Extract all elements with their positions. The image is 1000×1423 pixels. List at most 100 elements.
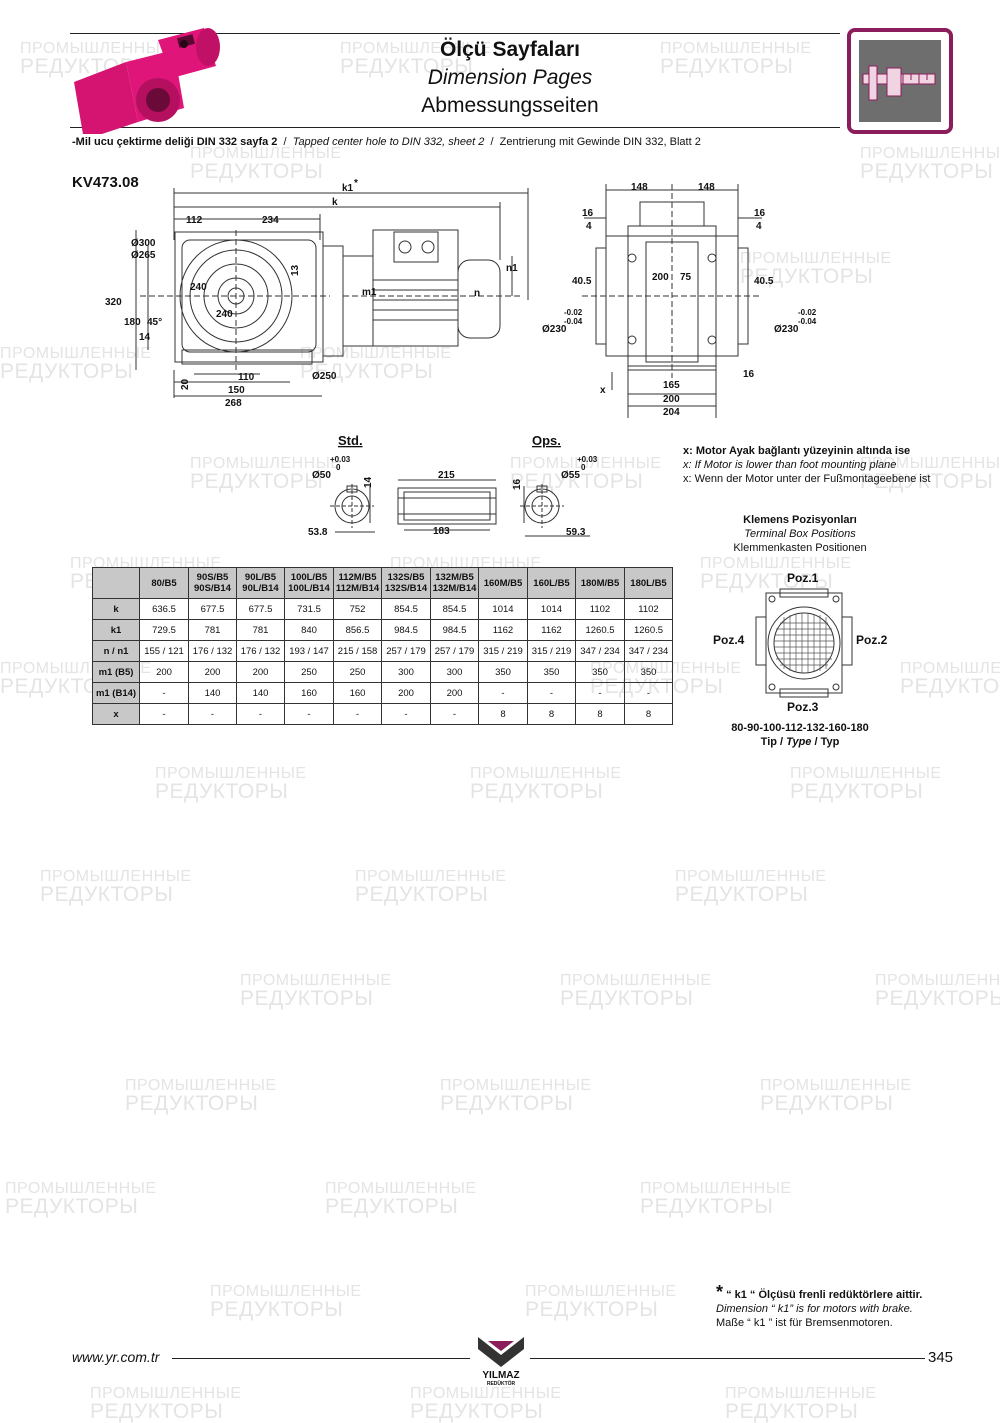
shaft-ops-label: Ops. — [532, 433, 561, 448]
dim-234: 234 — [262, 215, 279, 226]
table-cell: 1260.5 — [575, 619, 625, 641]
dim-110: 110 — [238, 372, 255, 383]
table-cell: - — [478, 682, 528, 704]
footer-rule-right — [530, 1358, 925, 1359]
yilmaz-logo: YILMAZ REDÜKTÖR — [478, 1337, 524, 1387]
title-en: Dimension Pages — [427, 66, 593, 89]
dim-n1: n1 — [506, 263, 518, 274]
header-top-rule — [70, 33, 840, 34]
product-image — [74, 28, 220, 134]
table-cell: - — [624, 682, 673, 704]
title-tr: Ölçü Sayfaları — [439, 38, 581, 61]
tol-d50b: 0 — [336, 463, 341, 472]
dim-180: 180 — [124, 317, 141, 328]
tol-a1: -0.02 — [564, 308, 583, 317]
table-row: m1 (B14) - 140 140 160 160 200 200 - - -… — [92, 682, 673, 704]
dim-4a: 4 — [586, 221, 592, 232]
dim-d230b: Ø230 — [774, 324, 799, 335]
row-header: k1 — [92, 619, 140, 641]
table-cell: 8 — [575, 703, 625, 725]
dim-112: 112 — [186, 215, 203, 226]
table-cell: 840 — [284, 619, 334, 641]
table-cell: 1014 — [478, 598, 528, 620]
table-cell: 257 / 179 — [381, 640, 431, 662]
table-cell: 300 — [430, 661, 479, 683]
table-cell: 350 — [575, 661, 625, 683]
dim-d250: Ø250 — [312, 371, 337, 382]
shaft-details-drawing: Std. Ops. +0.03 0 Ø50 14 53.8 215 183 +0… — [308, 433, 598, 538]
side-view-drawing: k1 * k 112 234 Ø300 Ø265 320 180 45° 14 … — [105, 178, 529, 409]
table-cell: 200 — [381, 682, 431, 704]
table-row: m1 (B5) 200 200 200 250 250 300 300 350 … — [92, 661, 673, 683]
table-cell: 8 — [527, 703, 576, 725]
table-cell: 257 / 179 — [430, 640, 479, 662]
dim-204: 204 — [663, 407, 680, 418]
dim-k: k — [332, 197, 338, 208]
dim-240b: 240 — [216, 309, 233, 320]
dim-200: 200 — [652, 272, 669, 283]
row-header: k — [92, 598, 140, 620]
table-cell: 193 / 147 — [284, 640, 334, 662]
dim-d265: Ø265 — [131, 250, 156, 261]
table-cell: 200 — [188, 661, 237, 683]
table-cell: - — [284, 703, 334, 725]
column-header: 180L/B5 — [624, 567, 673, 599]
footer-url[interactable]: www.yr.com.tr — [72, 1349, 160, 1365]
table-cell: 677.5 — [188, 598, 237, 620]
table-cell: 8 — [624, 703, 673, 725]
dim-k1: k1 — [342, 183, 354, 194]
dim-20: 20 — [180, 378, 191, 390]
front-view-drawing: 148 148 16 4 16 4 200 75 40.5 40.5 -0.02… — [542, 182, 817, 418]
table-cell: 984.5 — [381, 619, 431, 641]
dim-59-3: 59.3 — [566, 527, 586, 538]
poz3-label: Poz.3 — [787, 700, 819, 714]
table-cell: - — [527, 682, 576, 704]
table-cell: - — [333, 703, 382, 725]
dim-w14: 14 — [363, 476, 374, 488]
table-cell: 752 — [333, 598, 382, 620]
center-hole-note: -Mil ucu çektirme deliği DIN 332 sayfa 2… — [72, 136, 701, 148]
table-cell: - — [381, 703, 431, 725]
dim-4b: 4 — [756, 221, 762, 232]
x-note: x: Motor Ayak bağlantı yüzeyinin altında… — [683, 445, 931, 485]
dim-320: 320 — [105, 297, 122, 308]
table-cell: 140 — [188, 682, 237, 704]
terminal-box-title: Klemens Pozisyonları Terminal Box Positi… — [733, 514, 867, 554]
table-cell: 984.5 — [430, 619, 479, 641]
title-de: Abmessungsseiten — [421, 94, 599, 117]
table-cell: 347 / 234 — [624, 640, 673, 662]
tol-b2: -0.04 — [798, 317, 817, 326]
table-cell: 315 / 219 — [478, 640, 528, 662]
table-cell: 636.5 — [139, 598, 189, 620]
row-header: n / n1 — [92, 640, 140, 662]
table-cell: 176 / 132 — [236, 640, 285, 662]
table-cell: 8 — [478, 703, 528, 725]
shaft-std-label: Std. — [338, 433, 363, 448]
dim-75: 75 — [680, 272, 692, 283]
tol-b1: -0.02 — [798, 308, 817, 317]
page-number: 345 — [928, 1349, 954, 1366]
table-cell: 677.5 — [236, 598, 285, 620]
dim-k1-asterisk: * — [354, 178, 358, 189]
footer-rule-left — [172, 1358, 470, 1359]
